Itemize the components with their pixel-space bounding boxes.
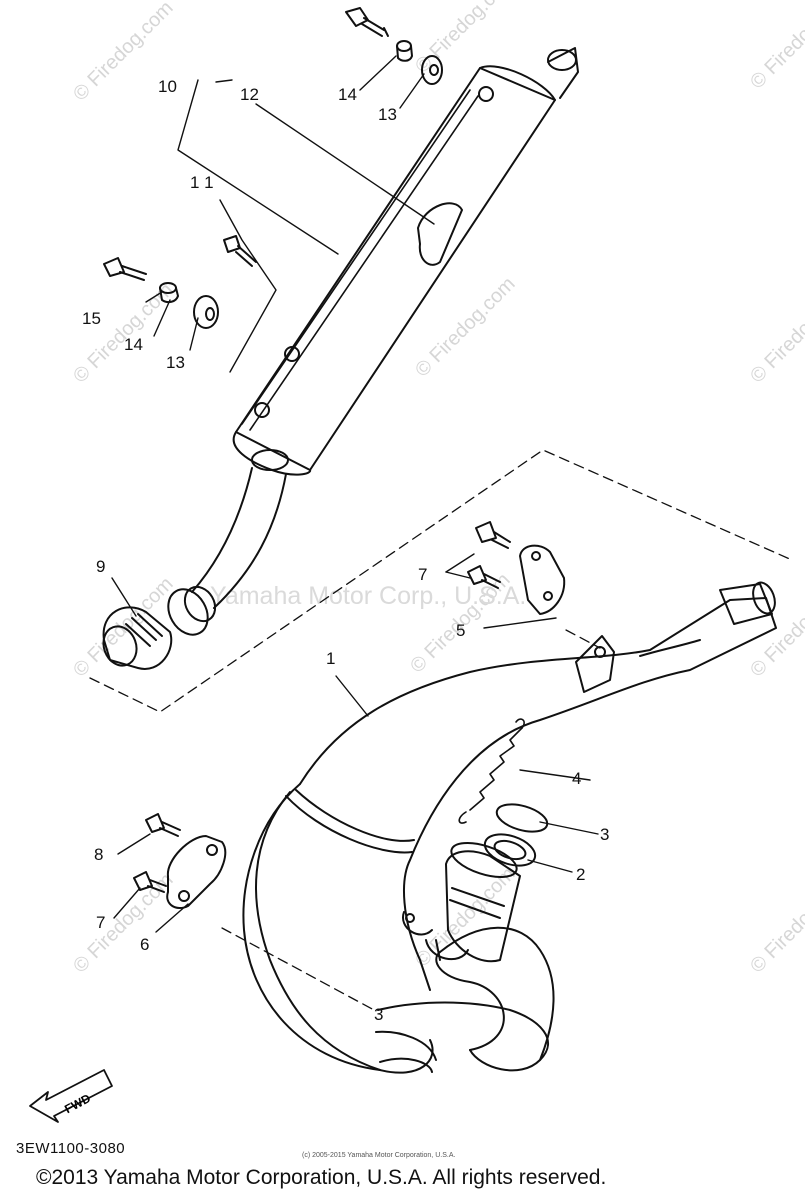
gasket-2 xyxy=(483,833,537,867)
callout-15: 15 xyxy=(82,309,101,328)
bracket-6 xyxy=(166,835,227,910)
callout-leaders xyxy=(111,55,599,933)
callout-9: 9 xyxy=(96,557,106,576)
callout-13-top: 13 xyxy=(378,105,397,124)
callout-5: 5 xyxy=(456,621,466,640)
callout-2: 2 xyxy=(576,865,586,884)
collar-14-mid xyxy=(159,282,179,304)
bracket-5 xyxy=(519,544,566,615)
copyright-small: (c) 2005-2015 Yamaha Motor Corporation, … xyxy=(302,1152,456,1159)
fwd-label: FWD xyxy=(62,1091,93,1116)
expansion-chamber-part xyxy=(242,581,777,1074)
fwd-arrow-icon xyxy=(29,1069,113,1123)
part-code: 3EW1100-3080 xyxy=(16,1140,126,1157)
callout-14-mid: 14 xyxy=(124,335,143,354)
bolt-7-upper xyxy=(467,521,511,589)
callout-12: 12 xyxy=(240,85,259,104)
spring-4 xyxy=(458,718,525,824)
callout-6: 6 xyxy=(140,935,150,954)
callout-11: 1 1 xyxy=(190,173,214,192)
bolt-11 xyxy=(223,235,257,267)
callout-4: 4 xyxy=(572,769,582,788)
bolt-15 xyxy=(103,257,147,281)
collar-14-top xyxy=(396,40,413,62)
callout-7-upper: 7 xyxy=(418,565,428,584)
callout-14-top: 14 xyxy=(338,85,357,104)
grommet-13-mid xyxy=(193,295,219,329)
assembly-lines xyxy=(89,449,793,1011)
muffler-part xyxy=(167,47,579,636)
callout-7-lower: 7 xyxy=(96,913,106,932)
gasket-9 xyxy=(102,606,173,670)
o-ring-3 xyxy=(495,803,549,833)
callout-8: 8 xyxy=(94,845,104,864)
callout-3-inline: 3 xyxy=(374,1005,384,1024)
bolt-top xyxy=(345,7,389,37)
grommet-13-top xyxy=(421,55,443,85)
bolt-8 xyxy=(145,813,181,837)
callout-1: 1 xyxy=(326,649,336,668)
callout-10: 10 xyxy=(158,77,177,96)
callout-3: 3 xyxy=(600,825,610,844)
copyright-footer: ©2013 Yamaha Motor Corporation, U.S.A. A… xyxy=(36,1166,607,1189)
bolt-7-lower xyxy=(133,871,167,893)
callout-13-mid: 13 xyxy=(166,353,185,372)
